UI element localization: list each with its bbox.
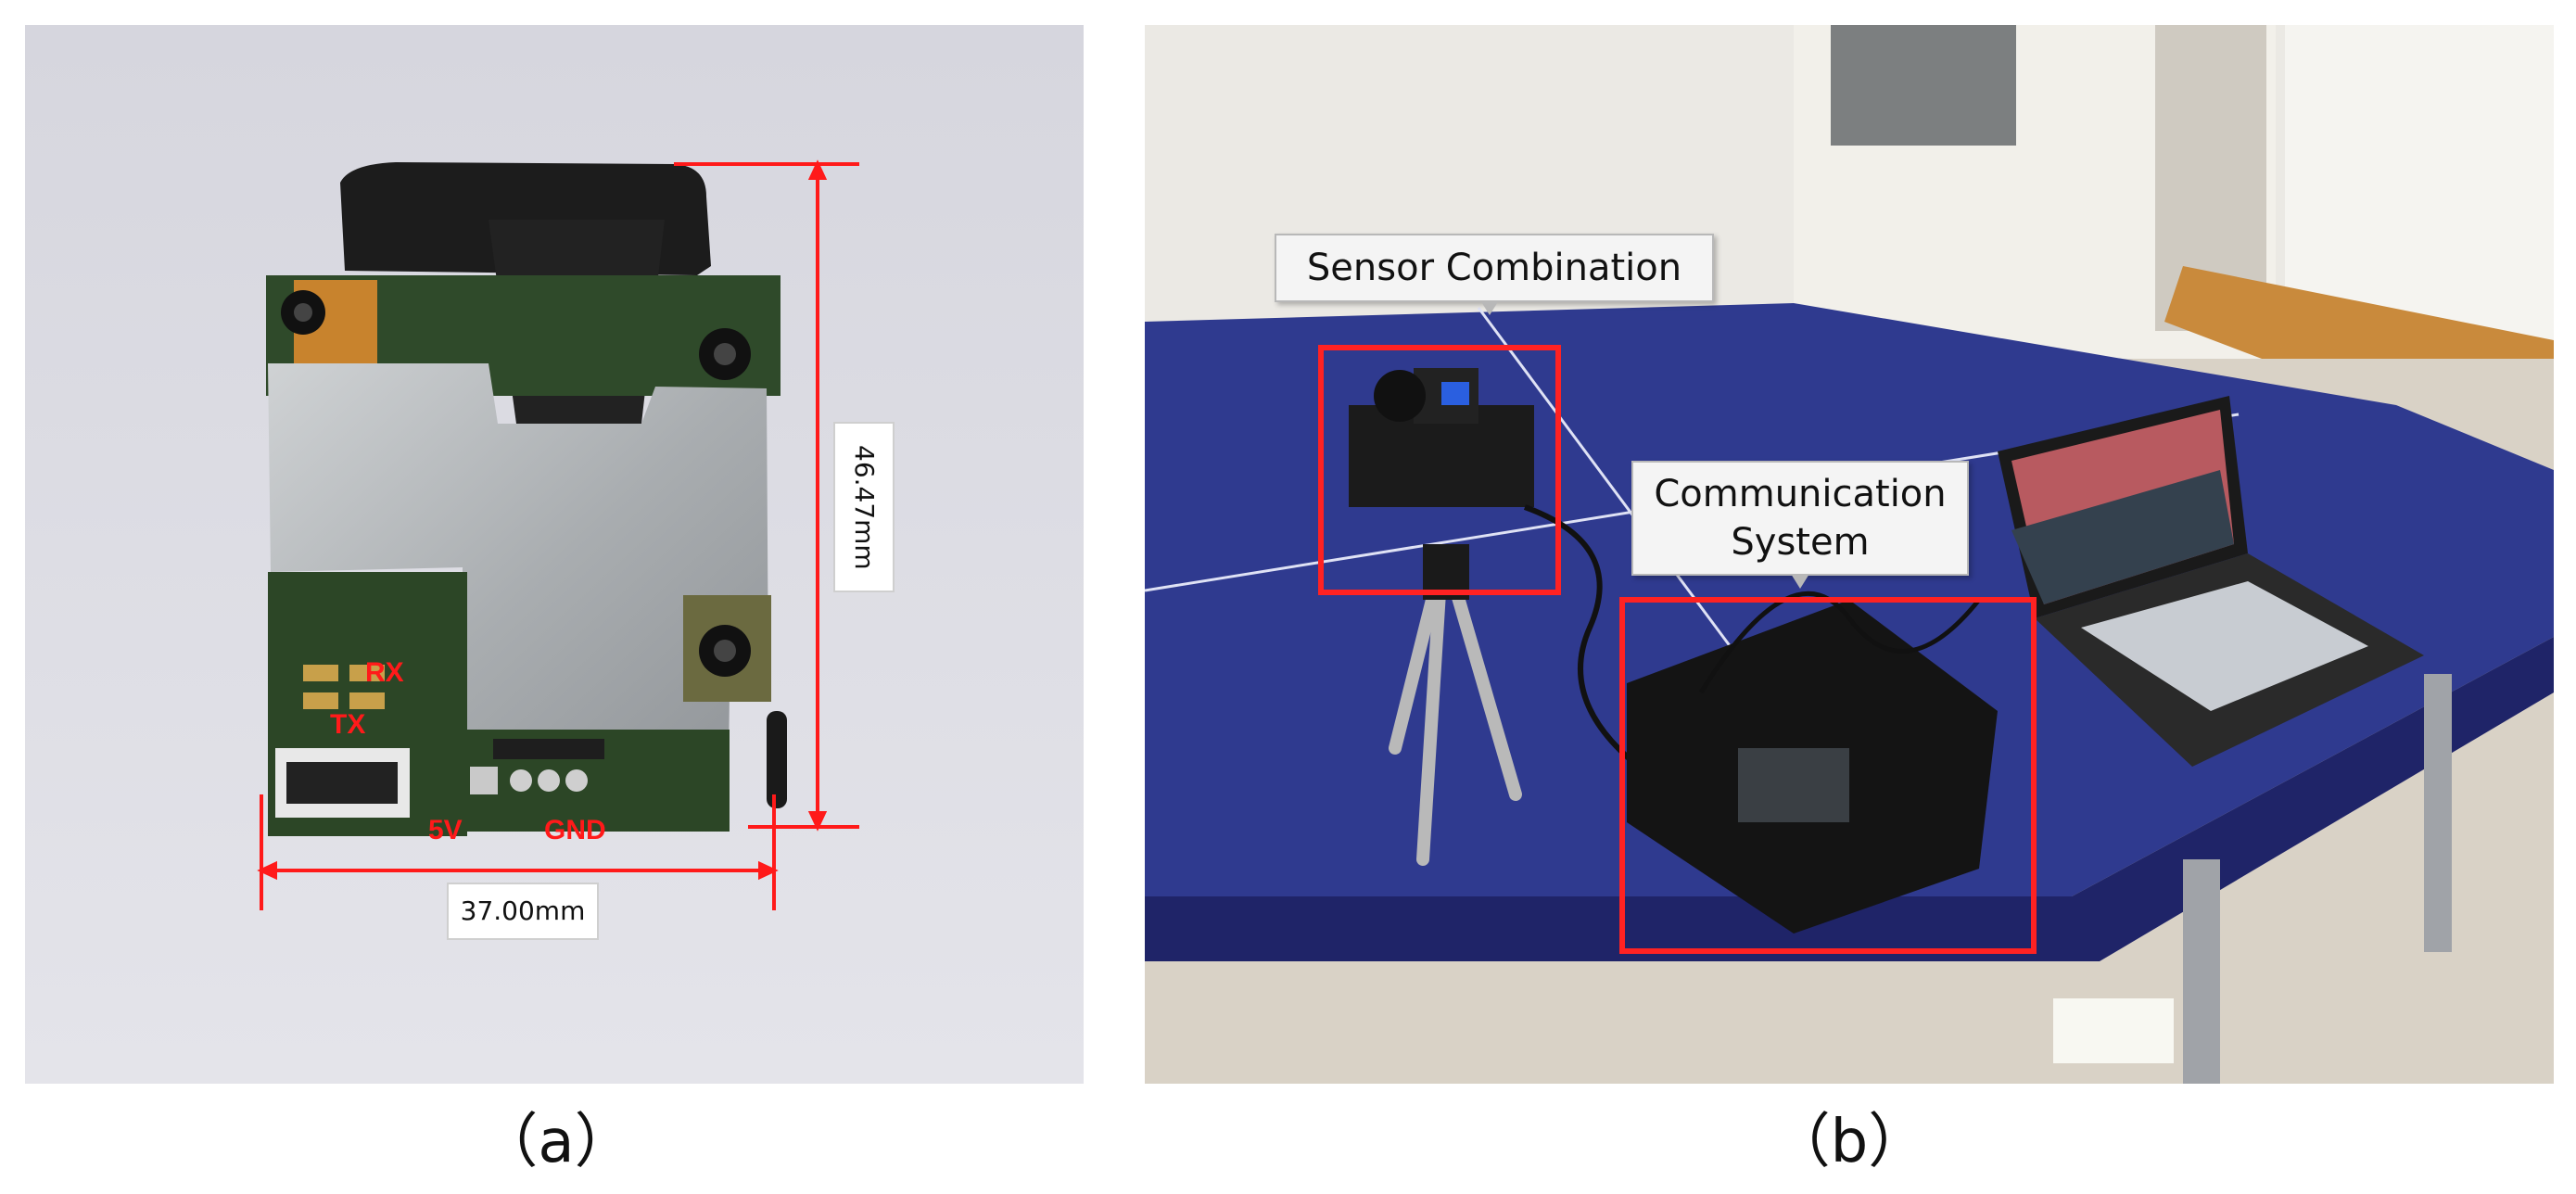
sensor-combination-callout: Sensor Combination: [1275, 234, 1714, 315]
pin-label-tx: TX: [330, 709, 366, 740]
pin-label-rx: RX: [365, 657, 404, 688]
pin-label-gnd: GND: [544, 815, 606, 845]
width-dimension-label: 37.00mm: [447, 883, 599, 940]
height-dimension-label: 46.47mm: [833, 422, 895, 592]
panel-b-photo: Sensor Combination Communication System: [1145, 25, 2554, 1084]
panel-a-caption: （a）: [478, 1108, 634, 1176]
pin-label-5v: 5V: [428, 815, 463, 845]
communication-system-callout-line1: Communication: [1654, 473, 1947, 515]
rangefinder-module-image: [25, 25, 1084, 1084]
communication-system-callout: Communication System: [1631, 461, 1969, 589]
dimension-lines: [257, 159, 859, 910]
communication-system-highlight: [1619, 597, 2037, 954]
sensor-combination-highlight: [1318, 345, 1561, 595]
communication-system-callout-line2: System: [1731, 521, 1870, 564]
panel-a-photo: 46.47mm 37.00mm RX TX 5V GND: [25, 25, 1084, 1084]
panel-b-caption: （b）: [1770, 1108, 1928, 1176]
